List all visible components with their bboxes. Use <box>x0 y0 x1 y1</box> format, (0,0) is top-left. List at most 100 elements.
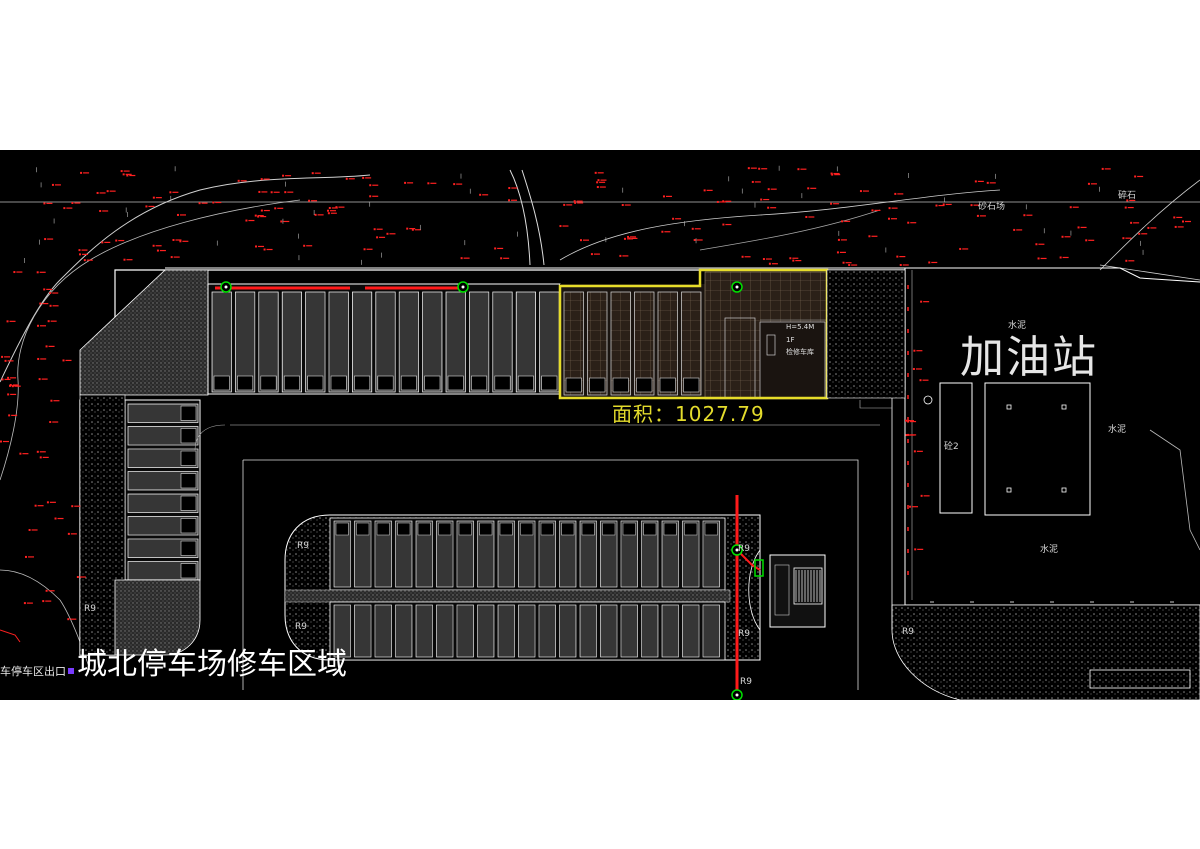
paved-corner <box>114 579 201 656</box>
parking-stall <box>127 426 199 446</box>
vehicle-bumper <box>561 522 575 536</box>
parking-stall <box>235 291 256 393</box>
survey-point <box>101 241 104 244</box>
survey-point <box>716 200 719 203</box>
canopy-column <box>1006 404 1012 410</box>
canopy-column <box>1061 487 1067 493</box>
survey-point <box>42 600 45 603</box>
survey-point <box>63 207 66 210</box>
survey-point <box>170 256 173 259</box>
parking-stall <box>600 520 618 588</box>
parking-stall <box>620 520 638 588</box>
vehicle-bumper <box>180 473 197 489</box>
survey-point <box>888 217 891 220</box>
survey-point <box>1134 175 1137 178</box>
gas-station-marker <box>923 395 933 405</box>
survey-point <box>913 450 916 453</box>
survey-point <box>859 190 862 193</box>
survey-point <box>23 602 26 605</box>
survey-point <box>836 251 839 254</box>
parking-stall <box>127 516 199 536</box>
survey-point <box>345 177 348 180</box>
ground-label-cement: 水泥 <box>1040 545 1059 555</box>
survey-point <box>913 349 916 352</box>
parking-stall <box>538 520 556 588</box>
manhole-icon <box>731 689 743 700</box>
vehicle-bumper <box>335 522 349 536</box>
survey-point <box>1124 206 1127 209</box>
area-label: 面积：1027.79 <box>612 402 765 426</box>
survey-point <box>974 180 977 183</box>
survey-point <box>1147 226 1150 229</box>
survey-point <box>67 532 70 535</box>
survey-point <box>758 167 761 170</box>
vehicle-bumper <box>479 522 493 536</box>
parking-stall <box>333 520 351 588</box>
survey-point <box>1035 243 1038 246</box>
survey-point <box>270 191 273 194</box>
vehicle-bumper <box>602 522 616 536</box>
vehicle-bumper <box>213 375 230 391</box>
survey-point <box>260 178 263 181</box>
survey-point <box>115 239 118 242</box>
radius-label: R9 <box>295 622 307 632</box>
parking-stall <box>127 493 199 513</box>
repair-stalls <box>563 291 702 396</box>
survey-point <box>43 202 46 205</box>
pump-housing <box>774 564 790 616</box>
gas-station-label: 加油站 <box>960 332 1098 383</box>
survey-point <box>508 187 511 190</box>
survey-point <box>80 171 83 174</box>
survey-point <box>920 300 923 303</box>
canopy-column <box>1006 487 1012 493</box>
survey-point <box>928 261 931 264</box>
parking-stall <box>415 604 433 658</box>
parking-stall <box>127 538 199 558</box>
survey-points <box>0 165 1192 621</box>
survey-point <box>71 202 74 205</box>
road-edge <box>243 459 859 690</box>
survey-point <box>896 255 899 258</box>
parking-stall <box>456 520 474 588</box>
survey-point <box>284 191 287 194</box>
planting-strip <box>826 269 906 399</box>
building-height: H=5.4M <box>786 323 815 331</box>
manhole-icon <box>731 544 743 556</box>
survey-point <box>376 236 379 239</box>
survey-point <box>179 240 182 243</box>
repair-stall <box>657 291 678 396</box>
survey-point <box>38 378 41 381</box>
survey-point <box>258 190 261 193</box>
survey-point <box>24 555 27 558</box>
parking-stall <box>258 291 279 393</box>
survey-point <box>986 181 989 184</box>
building-floors: 1F <box>786 336 795 344</box>
survey-point <box>907 420 910 423</box>
survey-point <box>1059 256 1062 259</box>
survey-point <box>1182 220 1185 223</box>
pipe-branch <box>736 549 761 571</box>
vehicle-bumper <box>180 495 197 511</box>
radius-label: R9 <box>740 677 752 687</box>
survey-point <box>311 172 314 175</box>
survey-point <box>909 505 912 508</box>
survey-point <box>912 367 915 370</box>
survey-point <box>327 212 330 215</box>
survey-point <box>623 237 626 240</box>
manhole-icon <box>731 281 743 293</box>
valve-icon <box>754 559 764 577</box>
survey-point <box>691 227 694 230</box>
parking-stall <box>477 604 495 658</box>
parking-stall <box>127 471 199 491</box>
parking-stall <box>518 604 536 658</box>
vehicle-bumper <box>659 377 676 393</box>
vehicle-bumper <box>283 375 300 391</box>
radius-label: R9 <box>738 544 750 554</box>
vehicle-bumper <box>377 375 394 391</box>
survey-point <box>1130 221 1133 224</box>
survey-point <box>245 219 248 222</box>
survey-point <box>722 223 725 226</box>
grille-frame <box>793 567 823 605</box>
survey-point <box>362 176 365 179</box>
survey-point <box>621 204 624 207</box>
